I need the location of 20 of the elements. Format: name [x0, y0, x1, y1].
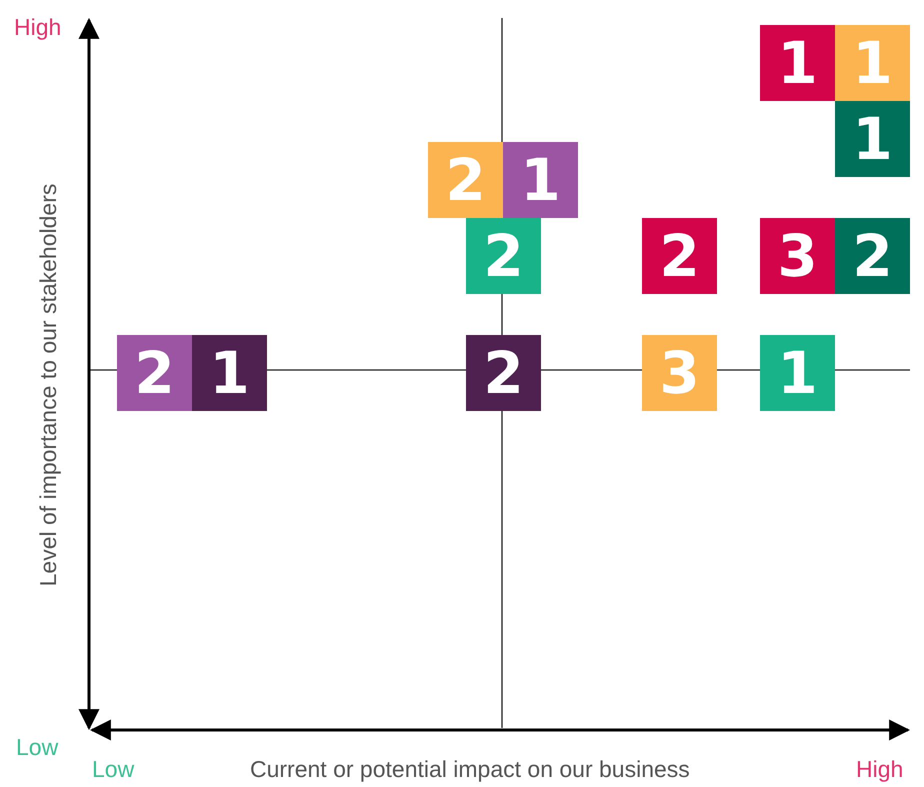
score-tile: 1 — [835, 25, 910, 101]
score-tile: 2 — [642, 218, 717, 294]
score-tile: 1 — [835, 101, 910, 177]
axis-title: Current or potential impact on our business — [250, 756, 690, 782]
score-tile: 3 — [760, 218, 835, 294]
score-tile: 2 — [466, 218, 541, 294]
axis-end-label: High — [856, 756, 904, 782]
score-tile: 2 — [428, 142, 503, 218]
axis-end-label: Low — [92, 756, 134, 782]
score-tile: 1 — [760, 335, 835, 411]
score-tile: 2 — [835, 218, 910, 294]
score-tile: 1 — [192, 335, 267, 411]
axis-end-label: Low — [16, 734, 58, 760]
score-tile: 1 — [760, 25, 835, 101]
score-tile: 2 — [466, 335, 541, 411]
score-tile: 3 — [642, 335, 717, 411]
axis-end-label: High — [14, 14, 62, 40]
axis-title: Level of importance to our stakeholders — [34, 184, 62, 586]
score-tile: 1 — [503, 142, 578, 218]
score-tile: 2 — [117, 335, 192, 411]
